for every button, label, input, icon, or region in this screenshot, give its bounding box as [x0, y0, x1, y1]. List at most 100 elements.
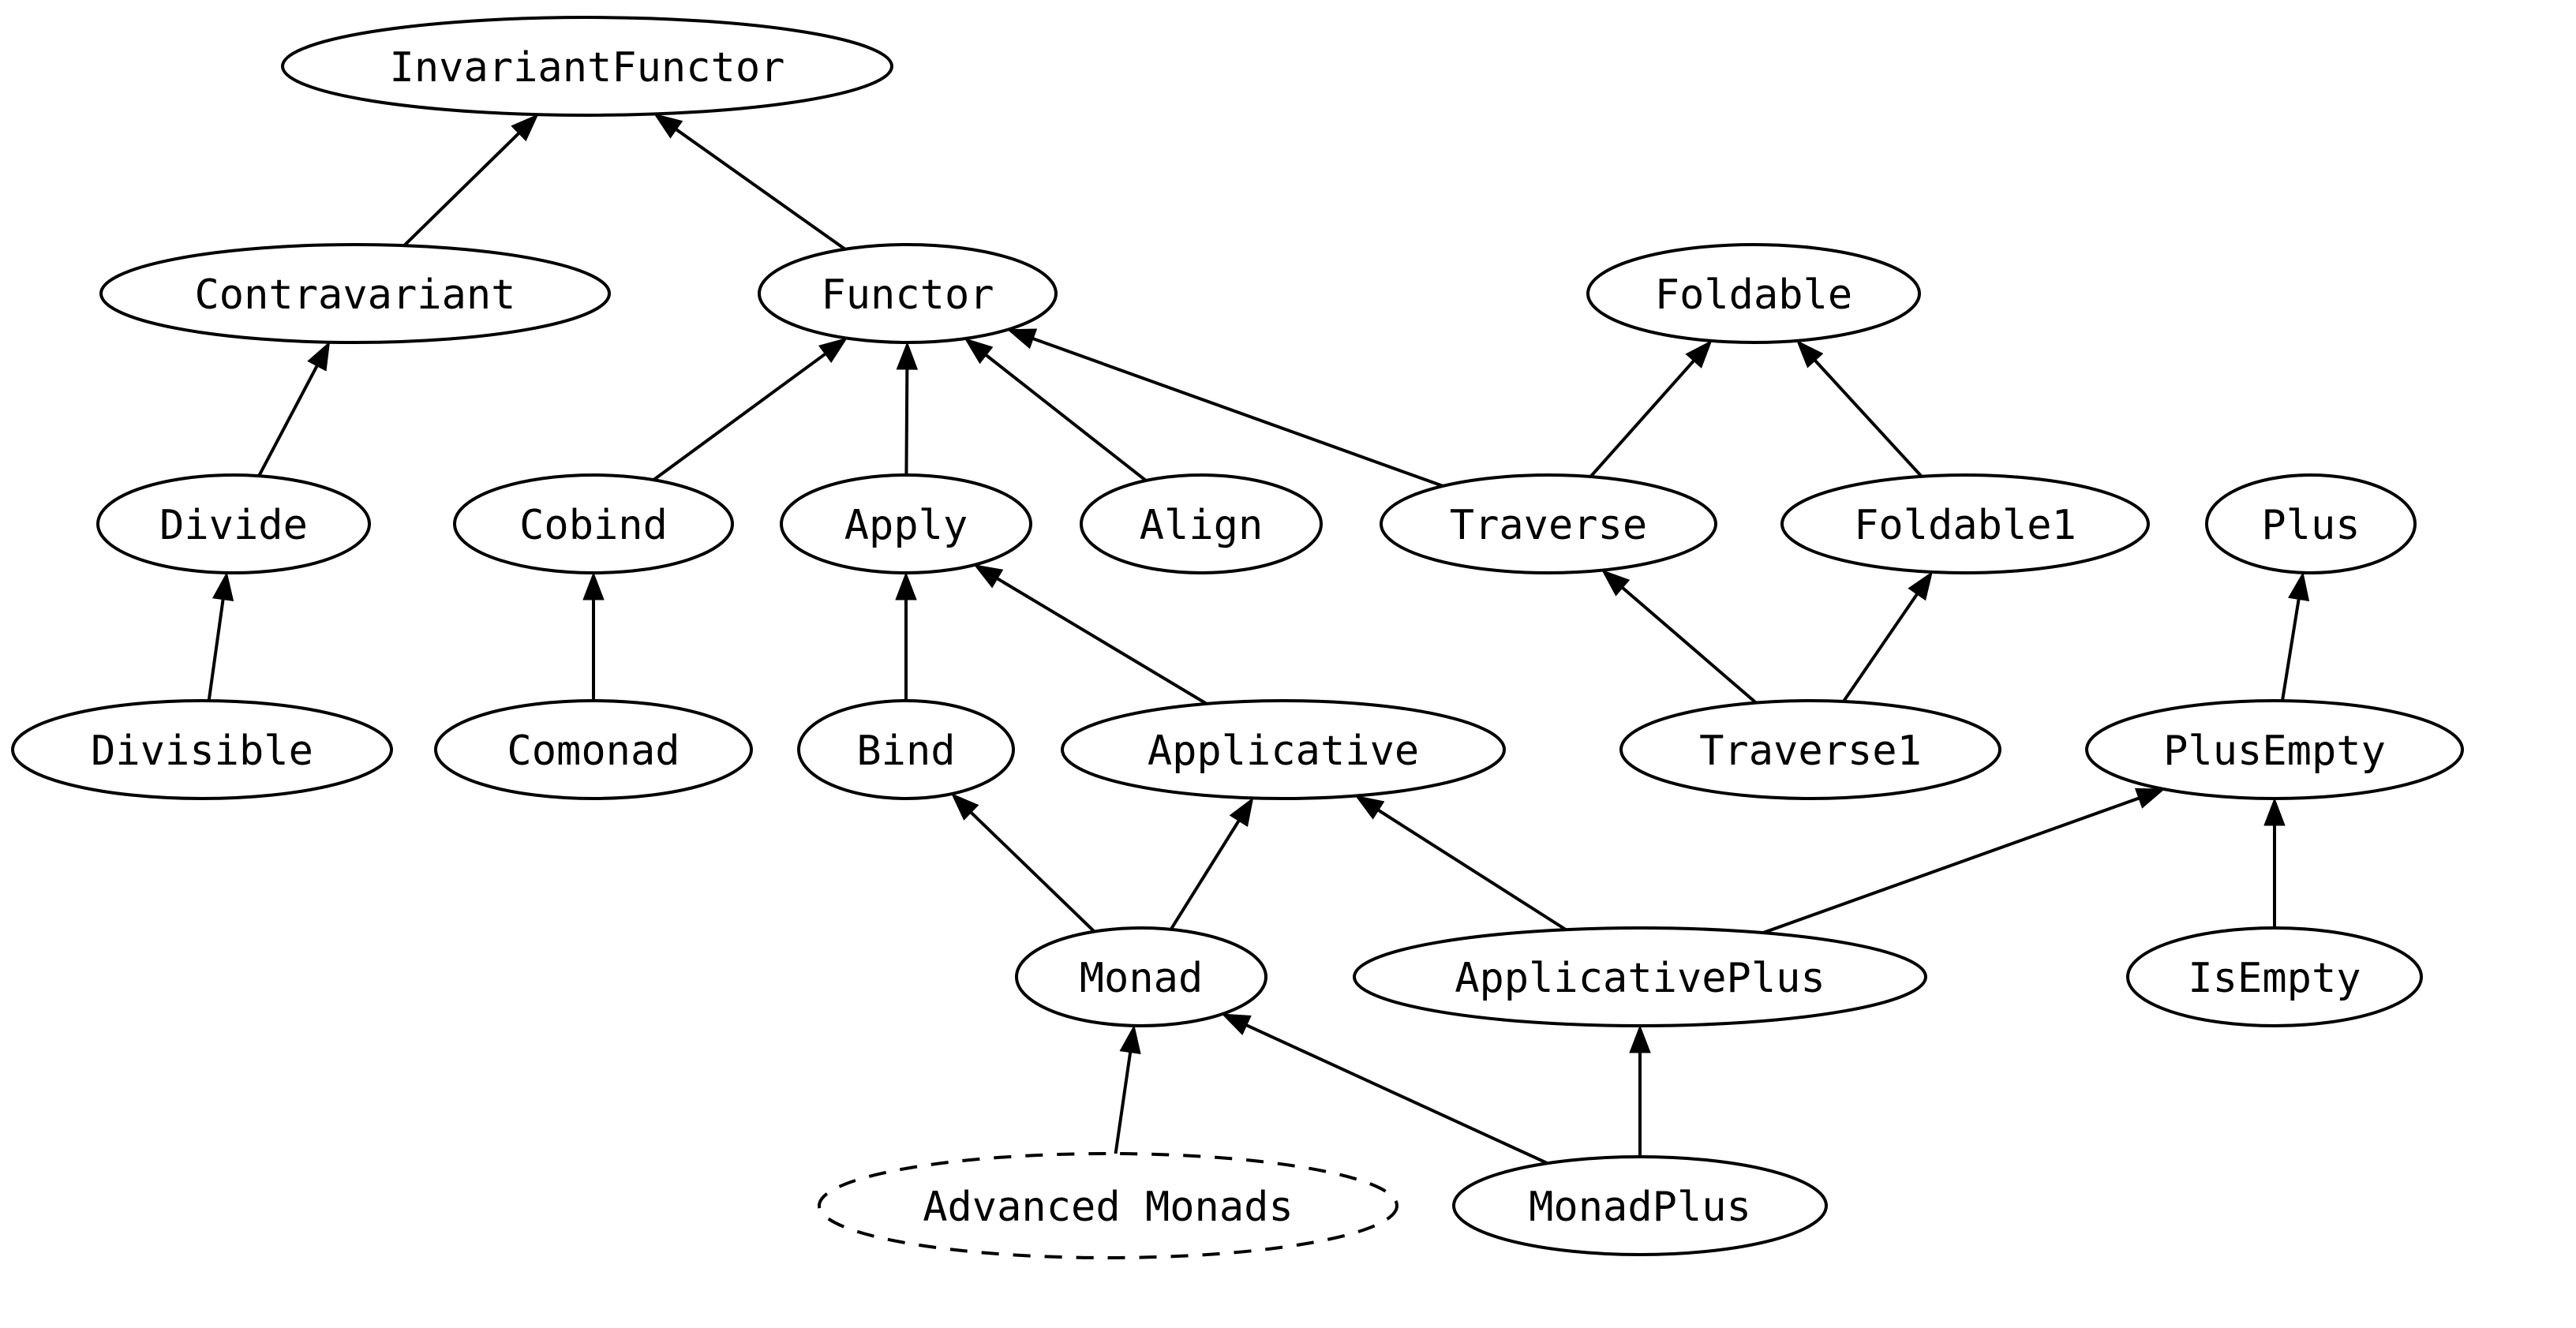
node-label: Comonad — [507, 728, 680, 775]
edge-cobind-to-functor — [652, 337, 848, 481]
arrowhead-icon — [895, 571, 917, 600]
node-label: Advanced Monads — [923, 1184, 1294, 1231]
node-plusempty[interactable]: PlusEmpty — [2085, 699, 2464, 800]
node-label: Divide — [159, 502, 308, 549]
node-label: InvariantFunctor — [390, 44, 785, 92]
node-isempty[interactable]: IsEmpty — [2126, 926, 2423, 1027]
arrowhead-icon — [951, 793, 979, 821]
node-label: Plus — [2261, 502, 2360, 549]
arrowhead-icon — [582, 571, 605, 600]
arrowhead-icon — [511, 114, 539, 142]
edges-layer — [207, 113, 2310, 1165]
edge-functor-to-invariantfunctor — [653, 113, 846, 251]
node-ellipse[interactable] — [1586, 243, 1921, 344]
node-functor[interactable]: Functor — [758, 243, 1058, 344]
edge-plusempty-to-plus — [2280, 571, 2310, 701]
edge-traverse-to-functor — [1006, 328, 1443, 488]
node-ellipse[interactable] — [1061, 699, 1506, 800]
node-ellipse[interactable] — [758, 243, 1058, 344]
node-ellipse[interactable] — [11, 699, 393, 800]
node-ellipse[interactable] — [453, 473, 734, 574]
arrowhead-icon — [973, 564, 1004, 589]
node-ellipse[interactable] — [1080, 473, 1323, 574]
arrowhead-icon — [2288, 571, 2310, 602]
node-label: ApplicativePlus — [1455, 955, 1825, 1002]
arrowhead-icon — [964, 338, 994, 365]
node-ellipse[interactable] — [1353, 926, 1927, 1027]
node-contravariant[interactable]: Contravariant — [99, 243, 611, 344]
node-foldable1[interactable]: Foldable1 — [1780, 473, 2150, 574]
node-traverse1[interactable]: Traverse1 — [1619, 699, 2001, 800]
node-applicativeplus[interactable]: ApplicativePlus — [1353, 926, 1927, 1027]
edge-advancedmonads-to-monad — [1114, 1024, 1141, 1154]
node-label: Foldable — [1655, 271, 1852, 319]
node-ellipse[interactable] — [818, 1152, 1398, 1259]
node-ellipse[interactable] — [1452, 1155, 1828, 1256]
node-ellipse[interactable] — [2085, 699, 2464, 800]
node-ellipse[interactable] — [1015, 926, 1267, 1027]
node-ellipse[interactable] — [1619, 699, 2001, 800]
node-ellipse[interactable] — [2126, 926, 2423, 1027]
node-invariantfunctor[interactable]: InvariantFunctor — [281, 16, 893, 117]
node-label: Traverse1 — [1699, 728, 1922, 775]
node-ellipse[interactable] — [2205, 473, 2417, 574]
node-label: Traverse — [1450, 502, 1647, 549]
arrowhead-icon — [1119, 1024, 1141, 1055]
arrowhead-icon — [1795, 339, 1824, 368]
edge-applicative-to-apply — [973, 564, 1208, 705]
arrowhead-icon — [307, 341, 331, 372]
node-bind[interactable]: Bind — [797, 699, 1015, 800]
node-traverse[interactable]: Traverse — [1380, 473, 1717, 574]
arrowhead-icon — [1221, 1013, 1252, 1035]
edge-comonad-to-cobind — [582, 571, 605, 701]
node-label: Bind — [856, 728, 955, 775]
edge-applicativeplus-to-applicative — [1354, 795, 1567, 931]
arrowhead-icon — [1601, 569, 1631, 597]
arrowhead-icon — [212, 571, 234, 601]
node-label: Monad — [1080, 955, 1204, 1002]
node-cobind[interactable]: Cobind — [453, 473, 734, 574]
node-label: Align — [1140, 502, 1264, 549]
arrowhead-icon — [896, 341, 919, 370]
node-label: Functor — [821, 271, 994, 319]
node-ellipse[interactable] — [797, 699, 1015, 800]
arrowhead-icon — [2134, 787, 2166, 809]
node-ellipse[interactable] — [96, 473, 371, 574]
arrowhead-icon — [1908, 570, 1933, 601]
node-label: Apply — [844, 502, 968, 549]
arrowhead-icon — [653, 113, 683, 139]
arrowhead-icon — [818, 337, 848, 364]
node-foldable[interactable]: Foldable — [1586, 243, 1921, 344]
node-ellipse[interactable] — [99, 243, 611, 344]
node-ellipse[interactable] — [434, 699, 753, 800]
node-plus[interactable]: Plus — [2205, 473, 2417, 574]
node-ellipse[interactable] — [281, 16, 893, 117]
edge-foldable1-to-foldable — [1795, 339, 1923, 478]
arrowhead-icon — [1006, 328, 1038, 350]
node-align[interactable]: Align — [1080, 473, 1323, 574]
node-comonad[interactable]: Comonad — [434, 699, 753, 800]
node-ellipse[interactable] — [1780, 473, 2150, 574]
arrowhead-icon — [1229, 797, 1254, 827]
node-monad[interactable]: Monad — [1015, 926, 1267, 1027]
edge-traverse1-to-traverse — [1601, 569, 1758, 705]
node-apply[interactable]: Apply — [780, 473, 1032, 574]
node-monadplus[interactable]: MonadPlus — [1452, 1155, 1828, 1256]
node-label: Applicative — [1148, 728, 1419, 775]
edge-bind-to-apply — [895, 571, 917, 701]
edge-monadplus-to-monad — [1221, 1013, 1548, 1165]
node-advancedmonads[interactable]: Advanced Monads — [818, 1152, 1398, 1259]
node-ellipse[interactable] — [1380, 473, 1717, 574]
node-label: Contravariant — [195, 271, 516, 319]
node-divisible[interactable]: Divisible — [11, 699, 393, 800]
node-divide[interactable]: Divide — [96, 473, 371, 574]
edge-contravariant-to-invariantfunctor — [402, 114, 539, 247]
edge-monad-to-applicative — [1169, 797, 1254, 930]
edge-traverse-to-foldable — [1589, 339, 1713, 478]
arrowhead-icon — [1354, 795, 1385, 820]
node-applicative[interactable]: Applicative — [1061, 699, 1506, 800]
node-ellipse[interactable] — [780, 473, 1032, 574]
